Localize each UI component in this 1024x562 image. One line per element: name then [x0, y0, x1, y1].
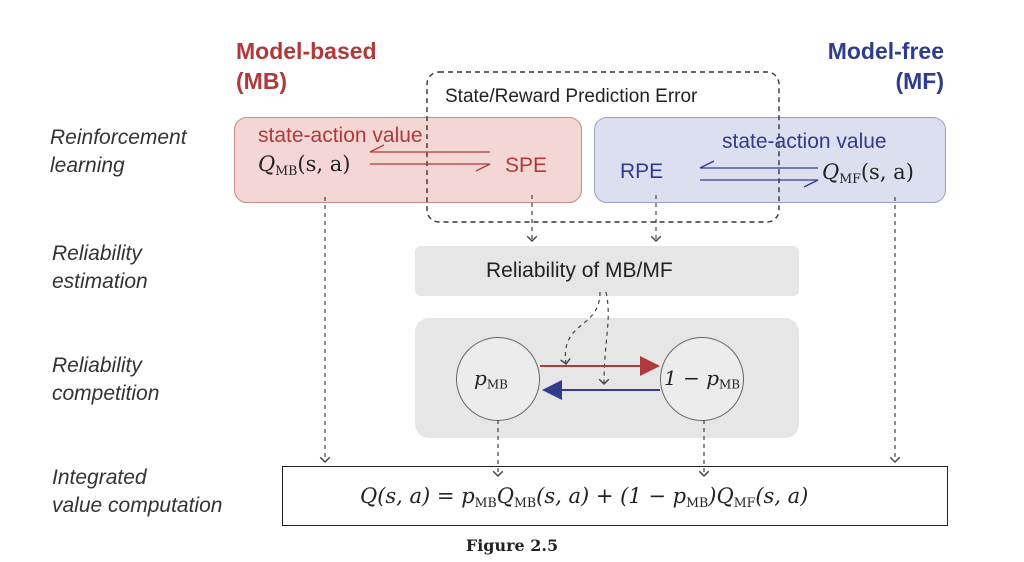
model-free-header: Model-free (MF)	[828, 36, 944, 96]
row-label-reliability-estimation: Reliability estimation	[52, 240, 148, 296]
mf-q-value: QMF(s, a)	[822, 160, 914, 186]
mb-harpoon-right	[370, 163, 491, 172]
model-free-abbrev: (MF)	[895, 68, 944, 94]
row-label-reinforcement-learning: Reinforcement learning	[50, 124, 187, 180]
row-label-line: value computation	[52, 494, 223, 517]
model-based-box	[234, 117, 582, 203]
model-based-abbrev: (MB)	[236, 68, 288, 94]
eq-part: )Q	[708, 484, 734, 508]
q-subscript: MB	[275, 162, 298, 178]
reliability-to-competition-left	[560, 291, 601, 366]
q-subscript: MF	[839, 170, 861, 186]
row-label-line: Integrated	[52, 466, 147, 489]
eq-part: Q(s, a) = p	[360, 484, 475, 508]
eq-sub: MB	[686, 494, 709, 510]
mb-value-title: state-action value	[258, 124, 423, 147]
q-symbol: Q	[822, 160, 840, 184]
row-label-line: Reinforcement	[50, 126, 187, 149]
mf-value-title: state-action value	[722, 130, 887, 153]
reliability-to-competition-right	[598, 291, 610, 386]
eq-part: (s, a)	[755, 484, 809, 508]
reliability-label: Reliability of MB/MF	[486, 259, 673, 282]
mb-q-value: QMB(s, a)	[258, 152, 350, 178]
spe-label: SPE	[505, 154, 548, 177]
eq-sub: MF	[733, 494, 756, 510]
model-based-title: Model-based	[236, 38, 377, 64]
model-based-header: Model-based (MB)	[236, 36, 377, 96]
eq-sub: MB	[514, 494, 537, 510]
q-args: (s, a)	[860, 160, 914, 184]
row-label-integrated-value: Integrated value computation	[52, 464, 222, 520]
eq-sub: MB	[474, 494, 497, 510]
row-label-line: learning	[50, 154, 125, 177]
mf-harpoon-left	[699, 160, 818, 169]
q-args: (s, a)	[297, 152, 351, 176]
mf-harpoon-right	[700, 179, 819, 188]
eq-part: (s, a) + (1 − p	[536, 484, 687, 508]
reliability-estimation-box	[415, 246, 799, 296]
mf-probability-label: 1 − pMB	[664, 366, 740, 392]
model-free-title: Model-free	[827, 38, 944, 64]
p-subscript: MB	[486, 377, 508, 392]
row-label-line: Reliability	[52, 354, 142, 377]
figure-caption: Figure 2.5	[465, 536, 559, 555]
model-free-box	[594, 117, 946, 203]
integrated-value-box	[282, 466, 948, 526]
q-symbol: Q	[258, 152, 276, 176]
one-minus-p: 1 − p	[664, 366, 719, 390]
p-symbol: p	[474, 366, 487, 390]
row-label-line: estimation	[52, 270, 148, 293]
p-subscript: MB	[719, 377, 741, 392]
row-label-reliability-competition: Reliability competition	[52, 352, 159, 408]
prediction-error-region	[426, 71, 780, 223]
eq-part: Q	[496, 484, 515, 508]
integration-equation: Q(s, a) = pMBQMB(s, a) + (1 − pMB)QMF(s,…	[360, 484, 808, 510]
mb-harpoon-left	[369, 144, 490, 153]
mf-probability-node	[660, 337, 744, 421]
row-label-line: competition	[52, 382, 160, 405]
rpe-label: RPE	[620, 160, 664, 183]
mb-probability-node	[456, 337, 540, 421]
prediction-error-label: State/Reward Prediction Error	[445, 86, 698, 107]
row-label-line: Reliability	[52, 242, 142, 265]
mb-probability-label: pMB	[474, 366, 508, 392]
